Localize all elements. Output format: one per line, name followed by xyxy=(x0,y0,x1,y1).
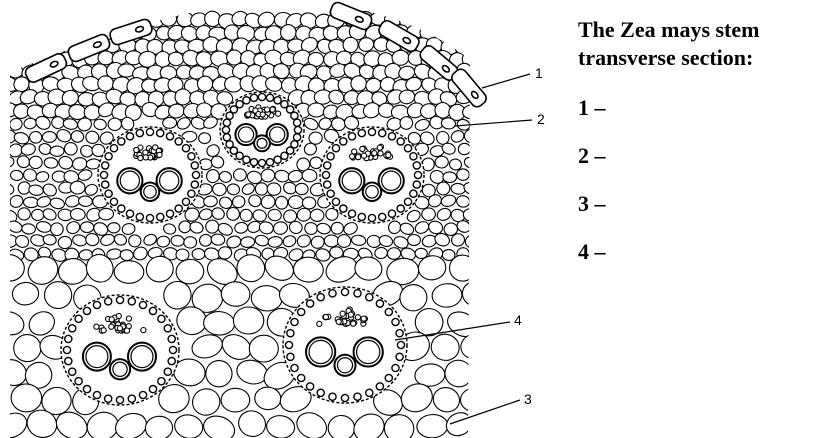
caption: The Zea mays stem transverse section: 1 … xyxy=(578,16,818,286)
vascular-bundle xyxy=(61,295,179,405)
key-item-3: 3 – xyxy=(578,190,818,218)
callout-4: 4 xyxy=(514,312,522,328)
leader-line-3 xyxy=(450,400,520,424)
caption-title-line-2: transverse section: xyxy=(578,45,753,70)
caption-title-line-1: The Zea mays stem xyxy=(578,17,759,42)
callout-1: 1 xyxy=(535,65,543,81)
leader-line-1 xyxy=(482,74,530,88)
vascular-bundle xyxy=(320,127,424,223)
callout-2: 2 xyxy=(537,111,545,127)
key-item-1: 1 – xyxy=(578,94,818,122)
caption-title: The Zea mays stem transverse section: xyxy=(578,16,818,72)
key-item-4: 4 – xyxy=(578,238,818,266)
callout-3: 3 xyxy=(524,391,532,407)
stem-section-illustration: 1 2 4 3 xyxy=(0,0,545,438)
key-list: 1 – 2 – 3 – 4 – xyxy=(578,94,818,266)
vascular-bundle xyxy=(98,127,202,223)
key-item-2: 2 – xyxy=(578,142,818,170)
vascular-bundle xyxy=(220,92,304,168)
vascular-bundle xyxy=(283,287,407,403)
